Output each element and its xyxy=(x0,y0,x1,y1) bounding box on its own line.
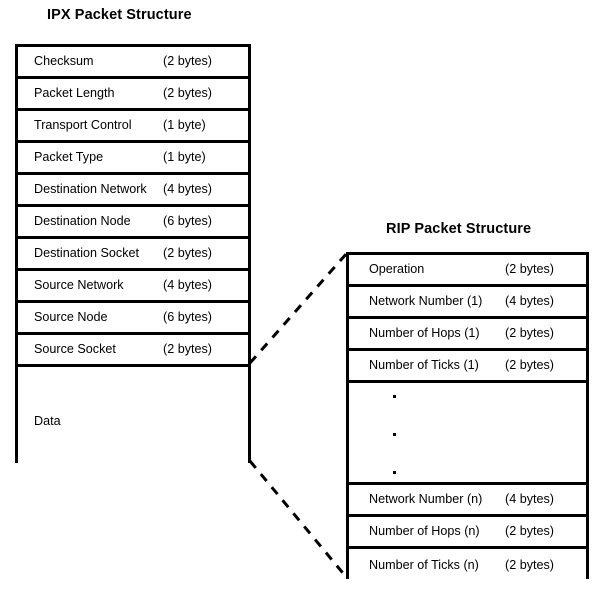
field-size: (2 bytes) xyxy=(505,524,554,539)
field-size: (6 bytes) xyxy=(163,310,212,325)
ipx-field-source-node: Source Node (6 bytes) xyxy=(18,303,248,335)
field-size: (6 bytes) xyxy=(163,214,212,229)
field-label: Source Socket xyxy=(34,342,116,357)
field-label: Network Number (n) xyxy=(369,492,483,507)
vertical-ellipsis-icon xyxy=(393,395,407,475)
field-label: Number of Hops (n) xyxy=(369,524,480,539)
field-size: (2 bytes) xyxy=(505,262,554,277)
ipx-field-source-socket: Source Socket (2 bytes) xyxy=(18,335,248,367)
ipx-panel-title: IPX Packet Structure xyxy=(47,7,192,23)
ipx-field-transport-control: Transport Control (1 byte) xyxy=(18,111,248,143)
rip-field-number-of-ticks-1: Number of Ticks (1) (2 bytes) xyxy=(349,351,586,383)
field-label: Destination Network xyxy=(34,182,147,197)
field-label: Source Network xyxy=(34,278,124,293)
field-label: Packet Length xyxy=(34,86,115,101)
ipx-field-destination-node: Destination Node (6 bytes) xyxy=(18,207,248,239)
field-label: Number of Hops (1) xyxy=(369,326,480,341)
field-label: Destination Socket xyxy=(34,246,140,261)
ipx-field-destination-socket: Destination Socket (2 bytes) xyxy=(18,239,248,271)
field-label: Source Node xyxy=(34,310,108,325)
field-size: (4 bytes) xyxy=(163,182,212,197)
field-size: (2 bytes) xyxy=(163,86,212,101)
field-label: Packet Type xyxy=(34,150,104,165)
upper-expansion-line xyxy=(248,252,349,364)
field-label: Number of Ticks (1) xyxy=(369,358,479,373)
field-size: (2 bytes) xyxy=(505,326,554,341)
ipx-field-packet-length: Packet Length (2 bytes) xyxy=(18,79,248,111)
field-size: (4 bytes) xyxy=(505,294,554,309)
rip-field-number-of-hops-1: Number of Hops (1) (2 bytes) xyxy=(349,319,586,351)
rip-field-network-number-n: Network Number (n) (4 bytes) xyxy=(349,485,586,517)
field-size: (4 bytes) xyxy=(163,278,212,293)
field-size: (2 bytes) xyxy=(163,342,212,357)
ipx-field-data: Data xyxy=(18,367,248,466)
rip-field-number-of-ticks-n: Number of Ticks (n) (2 bytes) xyxy=(349,549,586,581)
field-size: (1 byte) xyxy=(163,118,206,133)
ipx-field-packet-type: Packet Type (1 byte) xyxy=(18,143,248,175)
field-label: Checksum xyxy=(34,54,94,69)
rip-field-number-of-hops-n: Number of Hops (n) (2 bytes) xyxy=(349,517,586,549)
field-size: (2 bytes) xyxy=(163,246,212,261)
rip-panel-title: RIP Packet Structure xyxy=(386,221,532,237)
field-size: (2 bytes) xyxy=(505,358,554,373)
ipx-field-source-network: Source Network (4 bytes) xyxy=(18,271,248,303)
rip-continuation-row xyxy=(349,383,586,485)
field-size: (2 bytes) xyxy=(505,557,554,572)
lower-expansion-line xyxy=(248,460,349,579)
rip-field-operation: Operation (2 bytes) xyxy=(349,255,586,287)
rip-packet-table: Operation (2 bytes) Network Number (1) (… xyxy=(346,252,589,581)
field-label: Number of Ticks (n) xyxy=(369,557,479,572)
field-label: Transport Control xyxy=(34,118,132,133)
field-label: Operation xyxy=(369,262,425,277)
ipx-field-destination-network: Destination Network (4 bytes) xyxy=(18,175,248,207)
field-size: (2 bytes) xyxy=(163,54,212,69)
field-label: Data xyxy=(34,414,61,428)
field-label: Network Number (1) xyxy=(369,294,483,309)
rip-field-network-number-1: Network Number (1) (4 bytes) xyxy=(349,287,586,319)
field-size: (1 byte) xyxy=(163,150,206,165)
ipx-field-checksum: Checksum (2 bytes) xyxy=(18,47,248,79)
field-size: (4 bytes) xyxy=(505,492,554,507)
field-label: Destination Node xyxy=(34,214,131,229)
ipx-packet-table: Checksum (2 bytes) Packet Length (2 byte… xyxy=(15,44,251,466)
